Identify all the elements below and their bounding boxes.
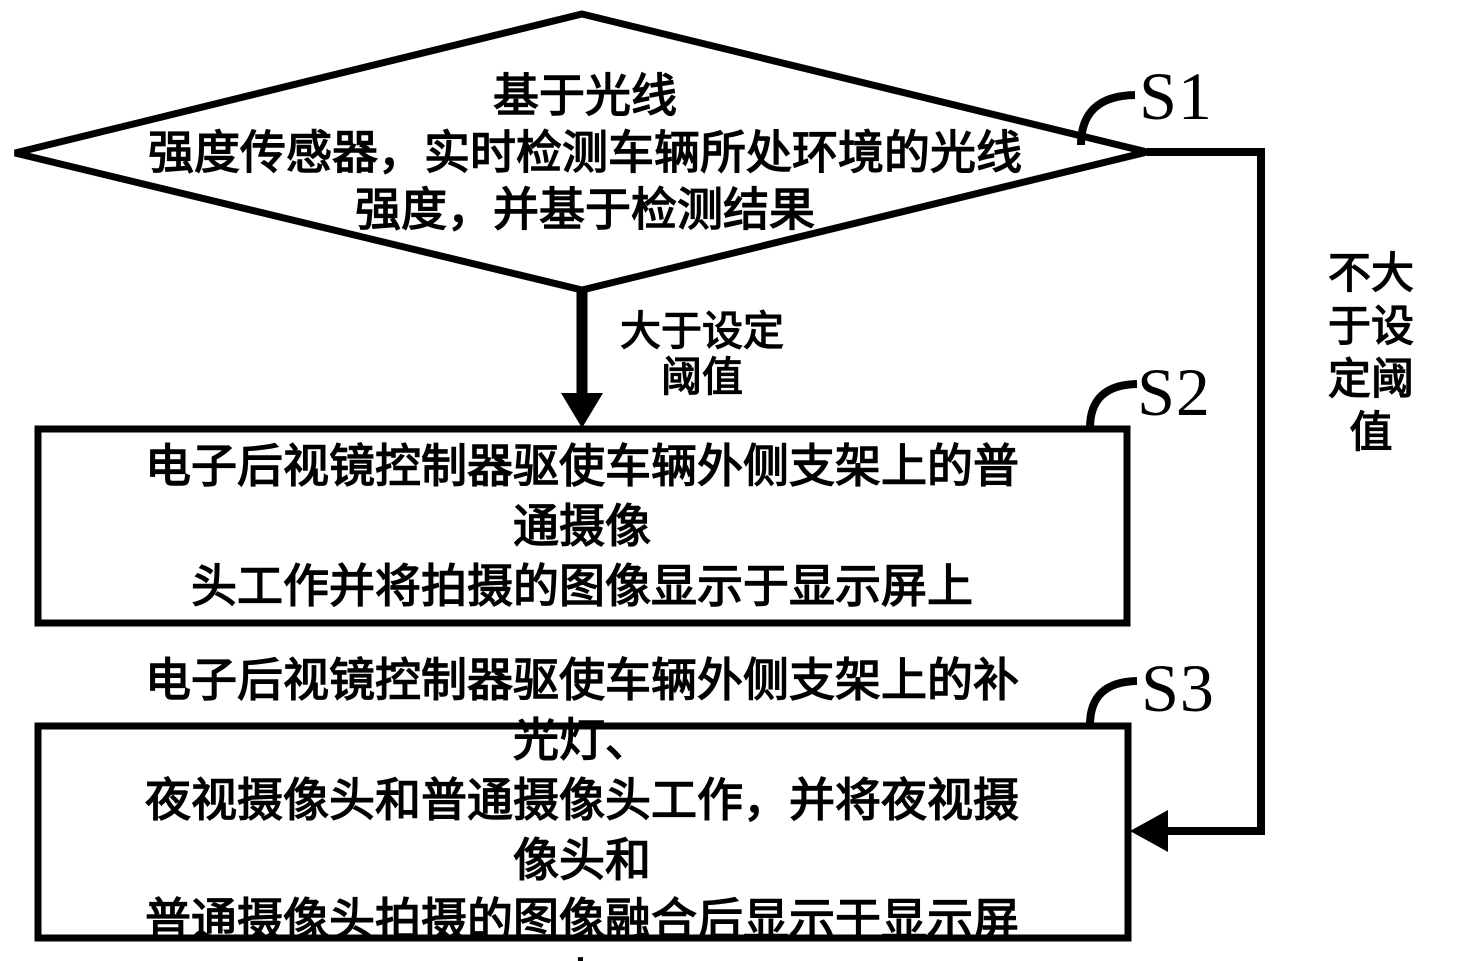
yes-branch-label: 大于设定 阈值: [620, 308, 784, 400]
process-box-s3-text: 电子后视镜控制器驱使车辆外侧支架上的补光灯、 夜视摄像头和普通摄像头工作，并将夜…: [145, 655, 1019, 961]
process-box-s3-shape: [34, 722, 1132, 942]
step-label-s2: S2: [1137, 354, 1211, 430]
no-branch-arrowhead: [1130, 810, 1168, 852]
yes-branch-arrowhead: [561, 393, 603, 428]
step-label-s3: S3: [1141, 650, 1215, 726]
step-label-s1: S1: [1139, 58, 1213, 134]
s1-leader-hook: [1077, 91, 1136, 146]
process-box-s2-shape: [34, 425, 1131, 627]
s2-leader-hook: [1086, 380, 1138, 429]
no-branch-arrow-path: [1140, 148, 1265, 835]
decision-diamond-text: 基于光线 强度传感器，实时检测车辆所处环境的光线 强度，并基于检测结果: [148, 70, 1022, 236]
no-branch-label: 不大于设 定阈值: [1328, 251, 1414, 457]
process-box-s2-text: 电子后视镜控制器驱使车辆外侧支架上的普通摄像 头工作并将拍摄的图像显示于显示屏上: [145, 441, 1019, 612]
s3-leader-hook: [1086, 677, 1138, 726]
